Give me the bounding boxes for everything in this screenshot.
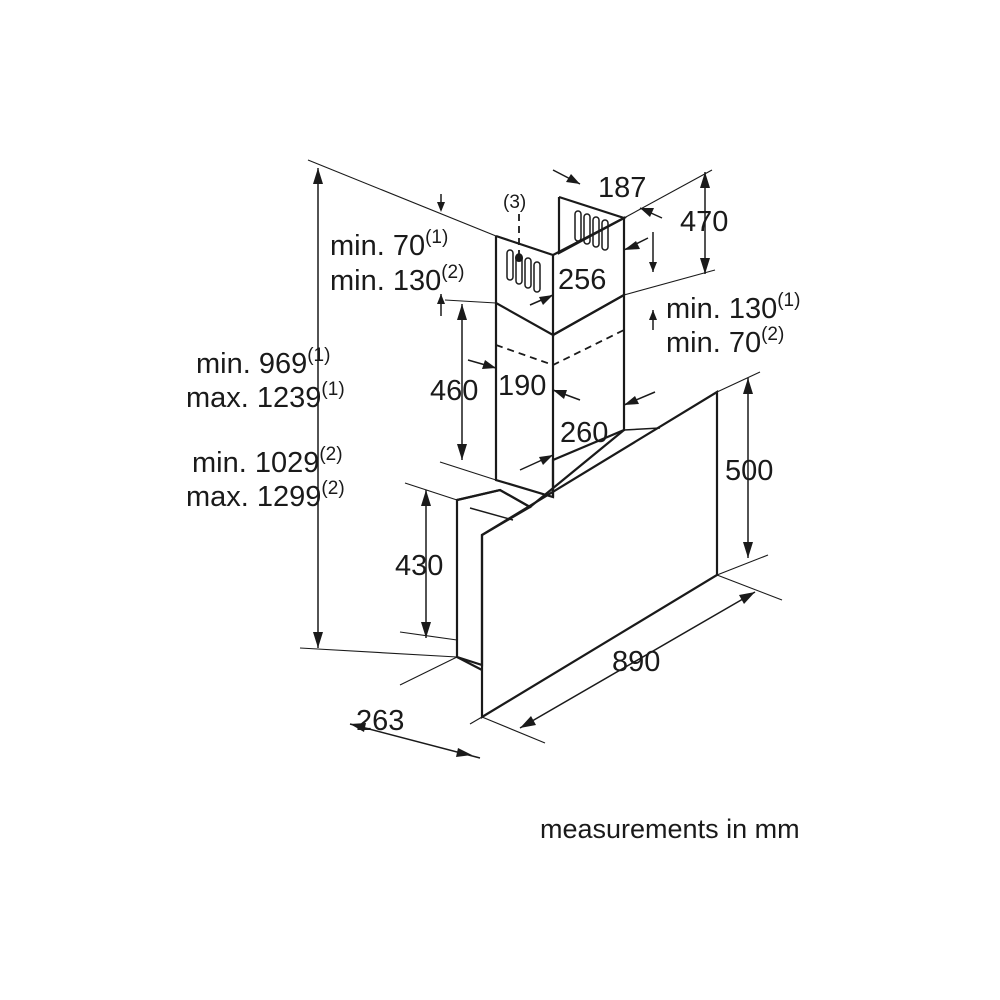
label-500: 500	[725, 455, 773, 487]
lower-chimney	[494, 303, 555, 499]
dimension-lines	[299, 159, 783, 759]
screw-hole	[515, 254, 523, 262]
label-190: 190	[498, 370, 546, 402]
vent-slots-right	[574, 210, 609, 251]
label-187: 187	[598, 172, 646, 204]
label-overall-max-2: max. 1299(2)	[186, 478, 345, 513]
chimney-overlap-line	[495, 329, 625, 366]
caption: measurements in mm	[540, 814, 800, 844]
label-min-70-1: min. 70(1)	[330, 227, 448, 262]
label-min-70-2: min. 70(2)	[666, 324, 784, 359]
label-256: 256	[558, 264, 606, 296]
upper-chimney-back-flap	[557, 195, 627, 255]
label-890: 890	[612, 646, 660, 678]
label-3-note: (3)	[503, 192, 526, 213]
label-min-130-1: min. 130(1)	[666, 290, 800, 325]
label-460: 460	[430, 375, 478, 407]
label-263: 263	[356, 705, 404, 737]
label-430: 430	[395, 550, 443, 582]
label-overall-max-1: max. 1239(1)	[186, 379, 345, 414]
vent-slots-left	[506, 249, 541, 293]
label-overall-min-1: min. 969(1)	[196, 345, 330, 380]
label-min-130-2: min. 130(2)	[330, 262, 464, 297]
hood-top	[456, 429, 625, 509]
labels: 187 470 (3) min. 70(1) min. 130(2) 256 m…	[186, 172, 800, 844]
label-260: 260	[560, 417, 608, 449]
label-overall-min-2: min. 1029(2)	[192, 444, 343, 479]
label-470: 470	[680, 206, 728, 238]
hood-body	[455, 488, 533, 667]
